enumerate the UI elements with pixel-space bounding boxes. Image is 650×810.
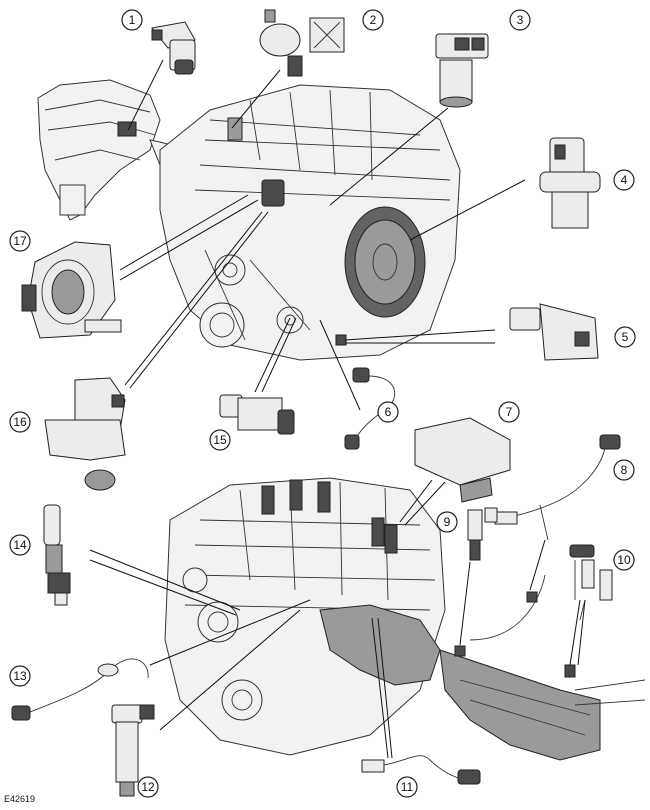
callout-15: 15 xyxy=(209,429,231,451)
callout-12: 12 xyxy=(137,776,159,798)
callout-10-label: 10 xyxy=(617,553,631,567)
callout-8-label: 8 xyxy=(621,463,628,477)
crankshaft-position-sensor xyxy=(539,137,601,229)
callout-17-label: 17 xyxy=(13,234,27,248)
exhaust-gas-sensor xyxy=(361,755,481,785)
egr-valve-actuator xyxy=(259,9,345,77)
lower-engine-illustration xyxy=(164,477,646,761)
callout-7: 7 xyxy=(498,401,520,423)
coolant-temperature-sensor xyxy=(509,303,599,361)
callout-17: 17 xyxy=(9,230,31,252)
callout-13-label: 13 xyxy=(13,669,27,683)
callout-1: 1 xyxy=(121,9,143,31)
ignition-coil xyxy=(414,417,511,503)
heated-oxygen-sensor-upstream xyxy=(494,434,621,541)
callout-14: 14 xyxy=(9,534,31,556)
callout-12-label: 12 xyxy=(141,780,155,794)
spark-plug xyxy=(43,504,71,606)
callout-14-label: 14 xyxy=(13,538,27,552)
mass-air-flow-sensor xyxy=(151,21,196,75)
callout-6-label: 6 xyxy=(385,405,392,419)
egr-valve xyxy=(44,377,126,491)
callout-15-label: 15 xyxy=(213,433,227,447)
knock-sensor xyxy=(344,367,396,450)
callout-7-label: 7 xyxy=(506,405,513,419)
callout-3: 3 xyxy=(509,9,531,31)
callout-9: 9 xyxy=(436,511,458,533)
throttle-body xyxy=(21,241,122,339)
callout-2: 2 xyxy=(362,9,384,31)
callout-3-label: 3 xyxy=(517,13,524,27)
leader-lines xyxy=(89,59,586,759)
callout-1-label: 1 xyxy=(129,13,136,27)
oxygen-sensor-pair xyxy=(569,544,613,621)
callout-4: 4 xyxy=(613,169,635,191)
oil-level-sensor xyxy=(11,658,149,721)
callout-4-label: 4 xyxy=(621,173,628,187)
upper-engine-illustration xyxy=(37,79,461,361)
callout-11: 11 xyxy=(396,776,418,798)
callout-5: 5 xyxy=(614,326,636,348)
callout-8: 8 xyxy=(613,459,635,481)
figure-reference-code: E42619 xyxy=(4,794,35,804)
callout-16: 16 xyxy=(9,411,31,433)
callout-6: 6 xyxy=(377,401,399,423)
heated-oxygen-sensor-downstream xyxy=(467,507,498,561)
camshaft-position-sensor xyxy=(435,33,489,108)
callout-11-label: 11 xyxy=(401,780,414,794)
callout-2-label: 2 xyxy=(370,13,377,27)
fuel-injector xyxy=(111,704,155,797)
callout-16-label: 16 xyxy=(13,415,27,429)
callout-13: 13 xyxy=(9,665,31,687)
callout-9-label: 9 xyxy=(444,515,451,529)
callout-10: 10 xyxy=(613,549,635,571)
callout-5-label: 5 xyxy=(622,330,629,344)
oil-pressure-switch xyxy=(219,394,295,435)
